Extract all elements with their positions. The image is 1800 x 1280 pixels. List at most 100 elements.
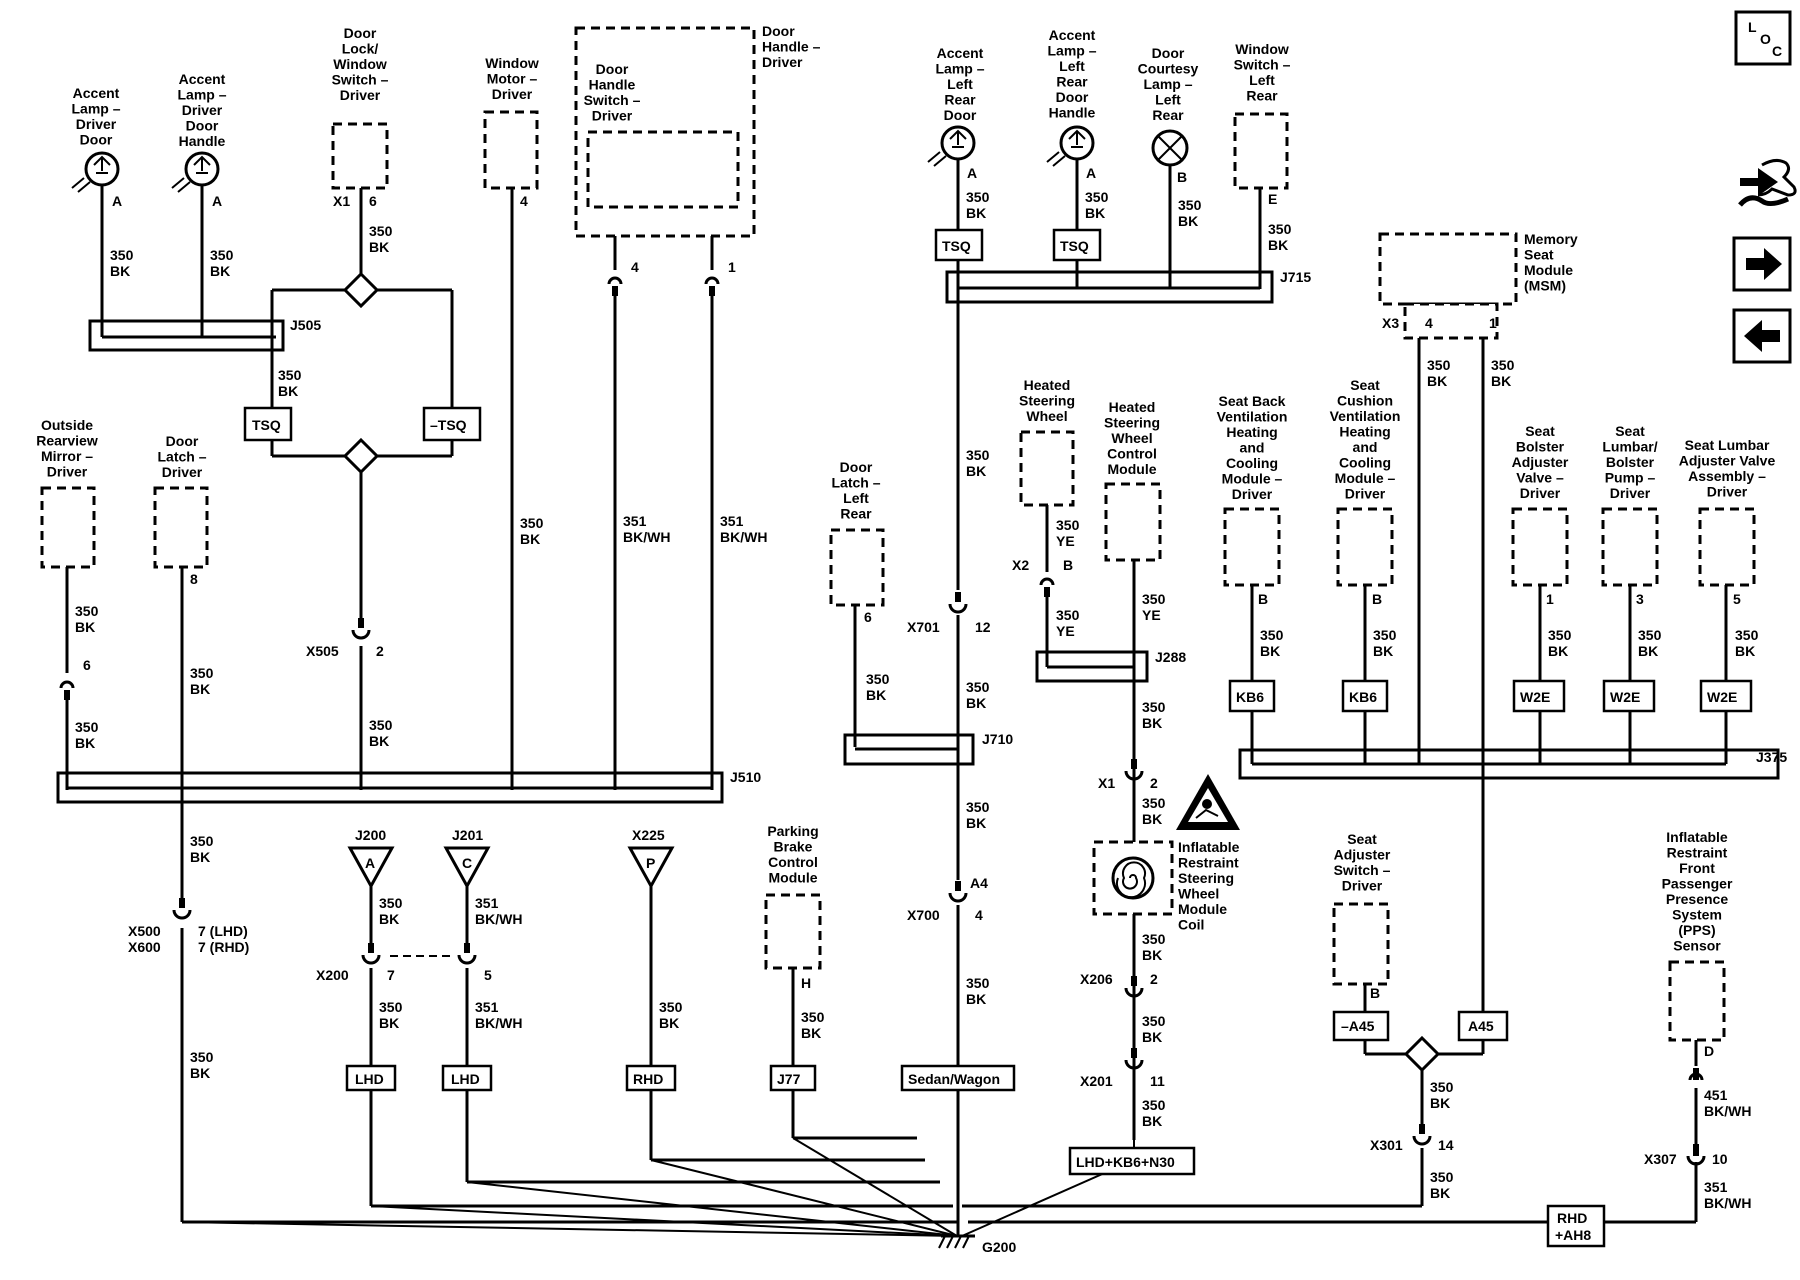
component-label-line: Driver	[1232, 486, 1273, 502]
pin-labels: A A 6 4 4 1 6 8 2 7 5 A A B E 6 12 4 B 2…	[83, 165, 1741, 1167]
pin-label: 8	[190, 571, 198, 587]
component-label-line: Steering	[1178, 870, 1234, 886]
component-label-line: Parking	[767, 823, 818, 839]
neg-a45-tag: –A45	[1341, 1018, 1375, 1034]
component-label-line: Restraint	[1178, 855, 1239, 871]
component-label-line: Switch –	[332, 72, 389, 88]
j375-label: J375	[1756, 749, 1787, 765]
prev-page-button[interactable]	[1732, 308, 1792, 364]
component-label-line: Latch –	[157, 449, 206, 465]
pin-label: 3	[1636, 591, 1644, 607]
pin-label: 6	[864, 609, 872, 625]
component-label-line: Wheel	[1178, 886, 1219, 902]
component-label-line: Driver	[1342, 878, 1383, 894]
component-label-line: Rearview	[36, 433, 98, 449]
component-label-line: Control	[768, 854, 818, 870]
next-page-button[interactable]	[1732, 236, 1792, 292]
sedan-wagon-tag: Sedan/Wagon	[908, 1071, 1000, 1087]
component-label-line: Lamp –	[935, 61, 984, 77]
loc-button[interactable]: L O C	[1734, 10, 1792, 66]
accent-lamp-driver-handle-icon	[171, 151, 220, 193]
svg-text:BK: BK	[801, 1025, 821, 1041]
pps-sensor-box	[1668, 960, 1726, 1042]
pin-label: 2	[1150, 775, 1158, 791]
svg-text:YE: YE	[1056, 623, 1075, 639]
component-label-line: Seat Lumbar	[1685, 437, 1770, 453]
label-airbag-coil: InflatableRestraintSteeringWheelModuleCo…	[1178, 839, 1240, 933]
component-label-line: Lumbar/	[1602, 439, 1657, 455]
j201-label: J201	[452, 827, 483, 843]
x3-label: X3	[1382, 315, 1399, 331]
svg-text:BK: BK	[1548, 643, 1568, 659]
svg-text:BK: BK	[520, 531, 540, 547]
component-label-line: Brake	[774, 839, 813, 855]
pin-label: 4	[975, 907, 983, 923]
lhd-kb6-n30-tag: LHD+KB6+N30	[1076, 1154, 1175, 1170]
component-label-line: Rear	[1246, 88, 1278, 104]
svg-text:351: 351	[1704, 1179, 1728, 1195]
svg-text:350: 350	[1373, 627, 1397, 643]
svg-text:350: 350	[966, 799, 990, 815]
component-label-line: Left	[1249, 72, 1275, 88]
svg-text:350: 350	[1142, 931, 1166, 947]
loc-letter-c: C	[1772, 43, 1782, 59]
loc-letter-l: L	[1748, 19, 1757, 35]
svg-text:351: 351	[475, 999, 499, 1015]
component-label-line: Door	[186, 118, 219, 134]
component-label-line: Assembly –	[1688, 468, 1766, 484]
component-label-line: Switch –	[1334, 862, 1391, 878]
svg-text:351: 351	[720, 513, 744, 529]
component-label-line: Rear	[840, 506, 872, 522]
pin-label: 4	[631, 259, 639, 275]
component-label-line: Inflatable	[1178, 839, 1240, 855]
component-label-line: Door	[1152, 45, 1185, 61]
pin-label: 1	[1546, 591, 1554, 607]
window-motor-box	[483, 110, 539, 190]
component-label-line: Door	[762, 23, 795, 39]
rhd-tag: RHD	[633, 1071, 663, 1087]
component-label-line: Driver	[182, 102, 223, 118]
accent-lamp-driver-door-icon	[71, 151, 120, 193]
rhd7-label: 7 (RHD)	[198, 939, 249, 955]
x701-label: X701	[907, 619, 940, 635]
seat-lumbar-pump-box	[1601, 507, 1659, 587]
tsq-tag-2: TSQ	[942, 238, 971, 254]
svg-text:BK/WH: BK/WH	[720, 529, 767, 545]
x206-label: X206	[1080, 971, 1113, 987]
component-label-line: Door	[840, 459, 873, 475]
component-label-line: Cooling	[1339, 455, 1391, 471]
pin-label: B	[1372, 591, 1382, 607]
msm-x3-box	[1403, 302, 1499, 340]
component-label-line: Module –	[1335, 470, 1396, 486]
component-label-line: Driver	[762, 54, 803, 70]
svg-text:350: 350	[210, 247, 234, 263]
component-label-line: Door	[80, 132, 113, 148]
svg-text:350: 350	[75, 719, 99, 735]
component-label-line: Window	[333, 56, 387, 72]
svg-text:BK: BK	[966, 463, 986, 479]
wrench-hand-icon[interactable]	[1738, 158, 1797, 207]
splice-labels: J505 J510 J715 J710 J288 J375	[290, 269, 1787, 785]
component-label-line: Valve –	[1516, 470, 1564, 486]
j200-label: J200	[355, 827, 386, 843]
svg-text:350: 350	[659, 999, 683, 1015]
pin-label: 4	[1425, 315, 1433, 331]
component-label-line: Module	[769, 870, 818, 886]
svg-text:BK: BK	[966, 205, 986, 221]
